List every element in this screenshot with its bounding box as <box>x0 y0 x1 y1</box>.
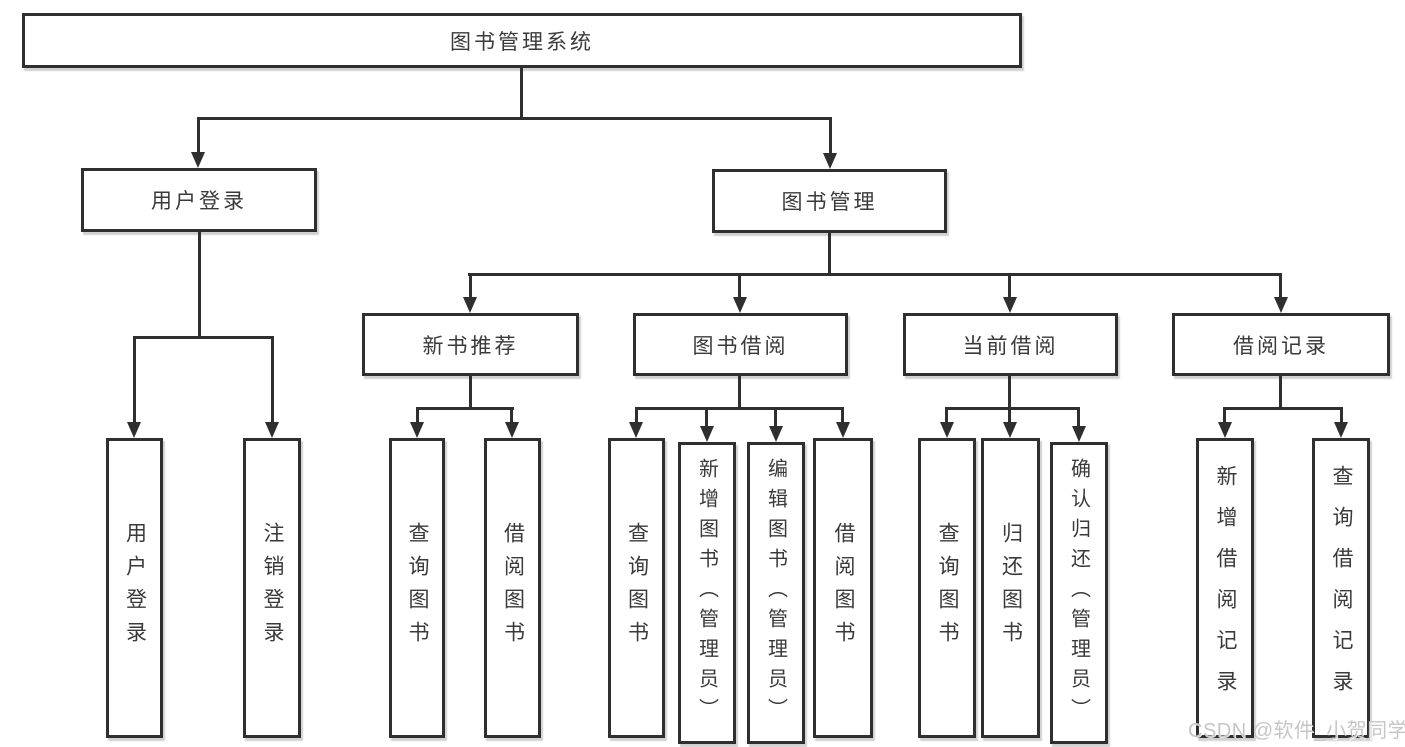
leaf-user-login: 用户登录 <box>106 438 163 738</box>
arrowhead-down-icon <box>463 297 477 313</box>
leaf-bor-edit-book-admin-label: 编辑图书（管理员） <box>764 458 787 728</box>
arrowhead-down-icon <box>410 422 424 438</box>
connector-drop-leaf <box>1077 407 1080 428</box>
connector-book-borrow-stem <box>738 376 741 407</box>
leaf-cur-confirm-return-admin-label: 确认归还（管理员） <box>1067 458 1090 728</box>
connector-drop-borrow-record <box>1279 273 1282 299</box>
arrowhead-down-icon <box>1274 297 1288 313</box>
node-new-book-recommend-label: 新书推荐 <box>422 334 519 358</box>
arrowhead-down-icon <box>1218 422 1232 438</box>
connector-drop-leaf <box>705 407 708 428</box>
arrowhead-down-icon <box>700 426 714 442</box>
arrowhead-down-icon <box>265 422 279 438</box>
connector-drop-user-login <box>197 117 200 155</box>
leaf-query-borrow-record-label: 查询借阅记录 <box>1330 465 1353 711</box>
connector-user-login-stem <box>198 232 201 336</box>
arrowhead-down-icon <box>629 422 643 438</box>
arrowhead-down-icon <box>836 422 850 438</box>
connector-drop-current-borrow <box>1008 273 1011 299</box>
connector-drop-leaf <box>510 407 513 424</box>
connector-book-borrow-bar <box>635 407 843 410</box>
node-book-management-label: 图书管理 <box>781 191 878 214</box>
node-user-login-label: 用户登录 <box>151 190 247 213</box>
connector-current-borrow-stem <box>1008 376 1011 407</box>
connector-drop-leaf <box>945 407 948 424</box>
leaf-logout: 注销登录 <box>243 438 301 738</box>
node-borrowing-records-label: 借阅记录 <box>1233 334 1329 358</box>
arrowhead-down-icon <box>191 152 205 168</box>
connector-drop-leaf <box>1008 407 1011 424</box>
connector-new-book-rec-bar <box>416 407 514 410</box>
connector-drop-leaf <box>841 407 844 424</box>
arrowhead-down-icon <box>505 422 519 438</box>
node-library-system-label: 图书管理系统 <box>450 30 594 54</box>
arrowhead-down-icon <box>1334 422 1348 438</box>
leaf-rec-query-book: 查询图书 <box>389 438 445 738</box>
leaf-cur-return-book: 归还图书 <box>981 438 1040 738</box>
arrowhead-down-icon <box>823 153 837 169</box>
connector-drop-login <box>133 336 136 424</box>
leaf-user-login-label: 用户登录 <box>123 522 147 654</box>
node-book-borrowing: 图书借阅 <box>633 313 848 376</box>
leaf-bor-edit-book-admin: 编辑图书（管理员） <box>747 442 805 744</box>
leaf-bor-borrow-book: 借阅图书 <box>813 438 873 738</box>
node-borrowing-records: 借阅记录 <box>1172 313 1390 376</box>
connector-root-bar <box>197 117 832 120</box>
arrowhead-down-icon <box>1072 426 1086 442</box>
node-new-book-recommend: 新书推荐 <box>362 313 579 376</box>
leaf-query-borrow-record: 查询借阅记录 <box>1312 438 1370 738</box>
leaf-cur-query-book-label: 查询图书 <box>936 522 959 654</box>
connector-drop-leaf <box>774 407 777 428</box>
leaf-bor-add-book-admin: 新增图书（管理员） <box>678 442 736 744</box>
connector-book-mgmt-stem <box>828 233 831 273</box>
node-current-borrowing: 当前借阅 <box>903 313 1118 376</box>
node-user-login: 用户登录 <box>81 168 317 232</box>
leaf-rec-borrow-book: 借阅图书 <box>484 438 541 738</box>
arrowhead-down-icon <box>940 422 954 438</box>
leaf-logout-label: 注销登录 <box>261 522 284 654</box>
leaf-bor-query-book: 查询图书 <box>608 438 665 738</box>
node-library-system: 图书管理系统 <box>22 13 1022 68</box>
arrowhead-down-icon <box>1003 297 1017 313</box>
connector-book-mgmt-bar <box>468 273 1282 276</box>
leaf-rec-borrow-book-label: 借阅图书 <box>501 522 525 654</box>
connector-drop-book-mgmt <box>829 117 832 155</box>
connector-user-login-bar <box>133 336 274 339</box>
leaf-bor-borrow-book-label: 借阅图书 <box>832 522 855 654</box>
arrowhead-down-icon <box>1003 422 1017 438</box>
connector-drop-leaf <box>1223 407 1226 424</box>
csdn-watermark: CSDN @软件_小贺同学 <box>1188 720 1405 742</box>
leaf-cur-return-book-label: 归还图书 <box>999 522 1023 654</box>
connector-drop-book-borrow <box>738 273 741 299</box>
connector-new-book-rec-stem <box>469 376 472 407</box>
leaf-add-borrow-record-label: 新增借阅记录 <box>1214 465 1237 711</box>
node-current-borrowing-label: 当前借阅 <box>962 334 1059 358</box>
connector-drop-leaf <box>1340 407 1343 424</box>
connector-drop-new-book-rec <box>469 273 472 299</box>
leaf-add-borrow-record: 新增借阅记录 <box>1196 438 1254 738</box>
connector-drop-logout <box>271 336 274 424</box>
node-book-borrowing-label: 图书借阅 <box>692 334 789 358</box>
leaf-cur-query-book: 查询图书 <box>918 438 976 738</box>
leaf-bor-query-book-label: 查询图书 <box>625 522 649 654</box>
connector-drop-leaf <box>635 407 638 424</box>
arrowhead-down-icon <box>127 422 141 438</box>
node-book-management: 图书管理 <box>712 169 947 233</box>
connector-current-borrow-bar <box>945 407 1080 410</box>
leaf-bor-add-book-admin-label: 新增图书（管理员） <box>695 458 718 728</box>
arrowhead-down-icon <box>733 297 747 313</box>
connector-borrow-record-bar <box>1223 407 1342 410</box>
connector-root-stem <box>520 68 523 117</box>
arrowhead-down-icon <box>769 426 783 442</box>
connector-borrow-record-stem <box>1279 376 1282 407</box>
connector-drop-leaf <box>416 407 419 424</box>
leaf-rec-query-book-label: 查询图书 <box>406 522 429 654</box>
leaf-cur-confirm-return-admin: 确认归还（管理员） <box>1050 442 1108 744</box>
